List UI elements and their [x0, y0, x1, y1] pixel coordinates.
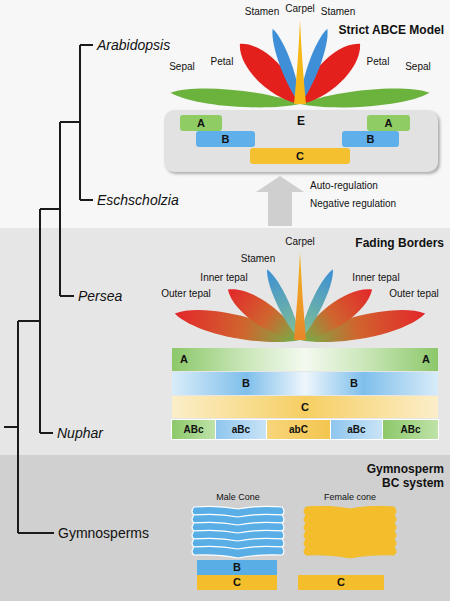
gene-class-letter: A — [197, 118, 205, 129]
cone-label: Female cone — [324, 492, 376, 503]
flower-illustration — [172, 252, 427, 351]
organ-label: Petal — [367, 56, 390, 68]
background-band — [0, 455, 450, 601]
organ-label: Sepal — [405, 61, 431, 73]
male-cone — [192, 506, 284, 558]
gene-class-letter: A — [180, 354, 188, 365]
tree-branch — [4, 321, 54, 533]
gene-class-letter: ABc — [183, 425, 203, 435]
gene-class-letter: C — [301, 402, 309, 413]
taxon-name: Arabidopsis — [97, 37, 170, 54]
expression-cell: abC — [267, 420, 330, 439]
gene-class-letter: B — [242, 378, 250, 389]
tree-branch — [60, 122, 80, 296]
section-title: Strict ABCE Model — [338, 23, 444, 37]
gene-class-letter: ABc — [400, 425, 420, 435]
gene-class-letter: C — [296, 151, 304, 162]
gene-class-letter: B — [222, 134, 230, 145]
a-function-box: A — [367, 115, 410, 131]
gene-class-letter: E — [297, 114, 305, 128]
expression-cell: aBc — [331, 420, 382, 439]
organ-label: Stamen — [241, 253, 275, 265]
background-band — [0, 0, 450, 228]
c-function-band: C — [172, 396, 438, 418]
b-function-band: BB — [172, 372, 438, 395]
up-arrow — [256, 176, 304, 226]
taxon-name: Eschscholzia — [97, 192, 179, 209]
b-function-box: B — [342, 131, 399, 147]
gene-class-letter: B — [367, 134, 375, 145]
organ-label: Outer tepal — [161, 288, 210, 300]
expression-cell: ABc — [383, 420, 438, 439]
a-function-box: A — [180, 115, 222, 131]
organ-label: Petal — [211, 56, 234, 68]
female-cone — [304, 506, 396, 558]
gene-class-letter: C — [233, 577, 241, 588]
organ-label: Inner tepal — [200, 272, 247, 284]
expression-cell: ABc — [172, 420, 215, 439]
b-function-box: B — [196, 131, 255, 147]
cone-scale — [304, 546, 396, 558]
background-band — [0, 228, 450, 455]
carpel-shape — [294, 20, 306, 104]
section-title: Gymnosperm BC system — [364, 462, 444, 491]
gene-class-letter: B — [233, 562, 241, 573]
regulation-note: Negative regulation — [310, 198, 396, 210]
c-function-box: C — [298, 575, 384, 590]
gene-class-letter: C — [337, 577, 345, 588]
expression-cell: aBc — [216, 420, 266, 439]
tepal-shape — [221, 280, 306, 349]
cone-scale — [192, 546, 284, 558]
tree-branch — [80, 45, 93, 200]
organ-label: Inner tepal — [352, 272, 399, 284]
section-title: Fading Borders — [355, 236, 444, 250]
organ-label: Carpel — [285, 236, 314, 248]
gene-class-letter: abC — [289, 425, 308, 435]
organ-label: Carpel — [285, 3, 314, 15]
b-function-box: B — [197, 560, 277, 575]
organ-label: Stamen — [321, 6, 355, 18]
organ-label: Sepal — [169, 61, 195, 73]
taxon-name: Persea — [78, 288, 122, 305]
tepal-shape — [293, 280, 378, 349]
gene-class-letter: B — [350, 378, 358, 389]
tree-branch — [40, 209, 60, 433]
c-function-box: C — [250, 148, 350, 164]
cone-label: Male Cone — [216, 492, 260, 503]
regulation-note: Auto-regulation — [310, 180, 378, 192]
gene-class-letter: aBc — [232, 425, 250, 435]
gene-class-letter: aBc — [347, 425, 365, 435]
taxon-name: Gymnosperms — [58, 525, 149, 542]
gene-class-letter: A — [385, 118, 393, 129]
carpel-shape — [294, 252, 306, 340]
organ-label: Outer tepal — [389, 288, 438, 300]
taxon-name: Nuphar — [57, 425, 103, 442]
c-function-box: C — [197, 575, 277, 590]
gene-class-panel: EAABBC — [164, 110, 438, 172]
a-function-band: AA — [172, 348, 438, 371]
organ-label: Stamen — [245, 6, 279, 18]
gene-class-letter: A — [422, 354, 430, 365]
